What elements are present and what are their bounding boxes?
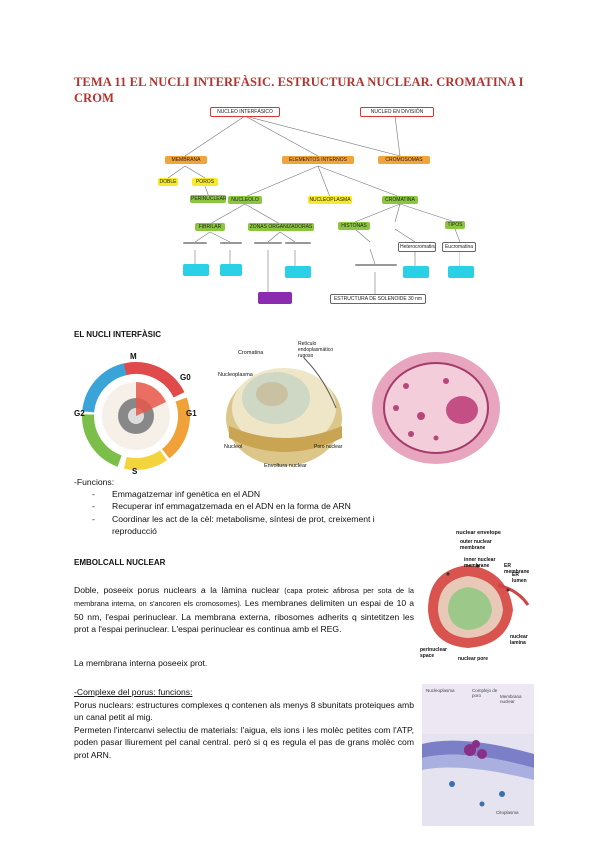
pore-complex-figure: Nucleoplasma Complejo de poro Membrana n… bbox=[422, 684, 534, 826]
envelope-figure: nuclear envelope outer nuclear membrane … bbox=[418, 530, 533, 670]
concept-map-connectors bbox=[167, 115, 460, 294]
node-eucromatina: Eucromatina bbox=[442, 242, 476, 252]
node-cyan-4 bbox=[403, 266, 429, 278]
nucleus-micrograph bbox=[366, 346, 528, 470]
porus-heading: -Complexe del porus: funcions: bbox=[74, 687, 193, 697]
concept-map: NUCLEO INTERFÁSICO NUCLEO EN DIVISIÓN ME… bbox=[150, 104, 476, 309]
node-box-3 bbox=[254, 242, 282, 244]
embolcall-paragraph: Doble, poseeix porus nuclears a la làmin… bbox=[74, 584, 414, 635]
node-doble: DOBLE bbox=[158, 178, 178, 186]
embolcall-note: (capa proteic afibrosa per sota de la me… bbox=[74, 586, 414, 609]
node-perinuclear: PERINUCLEAR bbox=[190, 195, 226, 203]
node-cromosomes: CROMOSOMAS bbox=[378, 156, 430, 164]
nucleus-illustration: Cromatina Nucleoplasma Retículo endoplas… bbox=[214, 338, 352, 474]
label-envelope: nuclear envelope bbox=[456, 530, 501, 536]
cycle-label-g1: G1 bbox=[186, 409, 197, 418]
node-purple bbox=[258, 292, 292, 304]
label-outer: outer nuclear membrane bbox=[460, 539, 492, 551]
node-nucleol: NUCLEOLO bbox=[228, 196, 262, 204]
node-porus: POROS bbox=[192, 178, 218, 186]
label-nucleoplasma: Nucleoplasma bbox=[218, 372, 253, 378]
funcio-item: Emmagatzemar inf genètica en el ADN bbox=[90, 488, 420, 501]
cycle-label-g2: G2 bbox=[74, 409, 85, 418]
node-estructura: ESTRUCTURA DE SOLENOIDE 30 nm bbox=[330, 294, 426, 304]
funcions-heading: -Funcions: bbox=[74, 477, 115, 487]
node-nucli-divisio: NUCLEO EN DIVISIÓN bbox=[360, 107, 434, 117]
label-complex: Complejo de poro bbox=[472, 688, 498, 698]
node-box-2 bbox=[220, 242, 242, 244]
node-cyan-5 bbox=[448, 266, 474, 278]
label-lamina: nuclear lamina bbox=[510, 634, 528, 646]
label-envolta: Envoltura nuclear bbox=[264, 463, 307, 469]
embolcall-last: La membrana interna poseeix prot. bbox=[74, 658, 208, 668]
label-nucleol: Nucleol bbox=[224, 444, 243, 450]
embolcall-rest: Les membranes delimiten un espai de 10 a… bbox=[74, 598, 414, 634]
label-porus: Poro nuclear bbox=[314, 444, 343, 450]
label-inner: inner nuclear membrane bbox=[464, 557, 496, 569]
funcio-item: Coordinar les act de la cèl: metabolisme… bbox=[90, 513, 420, 538]
label-er: ER membrane bbox=[504, 563, 530, 575]
porus-paragraph-1: Porus nuclears: estructures complexes q … bbox=[74, 700, 414, 723]
label-reticle: Retículo endoplasmático rugoso bbox=[298, 341, 334, 359]
node-cyan-3 bbox=[285, 266, 311, 278]
section-heading-nucli: EL NUCLI INTERFÀSIC bbox=[74, 330, 161, 339]
node-cyan-2 bbox=[220, 264, 242, 276]
node-zones: ZONAS ORGANIZADORAS bbox=[248, 223, 314, 231]
funcions-list: Emmagatzemar inf genètica en el ADN Recu… bbox=[90, 488, 420, 537]
label-cromatina: Cromatina bbox=[238, 350, 264, 356]
node-cyan-1 bbox=[183, 264, 209, 276]
node-cromatina: CROMATINA bbox=[382, 196, 418, 204]
funcio-item: Recuperar inf emmagatzemada en el ADN en… bbox=[90, 500, 420, 513]
label-membrana-fig: Membrana nuclear bbox=[500, 694, 522, 704]
node-box-4 bbox=[285, 242, 311, 244]
label-citoplasma: Citoplasma bbox=[496, 810, 519, 815]
label-nucleoplasma-fig: Nucleoplasma bbox=[426, 688, 455, 693]
cycle-label-s: S bbox=[132, 467, 138, 476]
node-box-1 bbox=[183, 242, 207, 244]
embolcall-main: Doble, poseeix porus nuclears a la làmin… bbox=[74, 585, 280, 595]
node-tipus: TIPOS bbox=[445, 221, 465, 229]
porus-paragraph-2: Permeten l'intercanvi selectiu de materi… bbox=[74, 725, 414, 760]
label-pore: nuclear pore bbox=[458, 656, 489, 662]
node-histones: HISTONAS bbox=[338, 222, 370, 230]
node-nucleoplasma: NUCLEOPLASMA bbox=[308, 196, 352, 204]
label-er-lumen: ER lumen bbox=[512, 572, 527, 584]
node-fibrilar: FIBRILAR bbox=[195, 223, 225, 231]
page-title: TEMA 11 EL NUCLI INTERFÀSIC. ESTRUCTURA … bbox=[74, 75, 524, 105]
cycle-label-m: M bbox=[130, 352, 137, 361]
cycle-label-g0: G0 bbox=[180, 373, 191, 382]
cell-cycle-figure: M G0 G1 G2 S bbox=[74, 352, 202, 477]
node-box-6 bbox=[355, 264, 397, 266]
node-heterocromatina: Heterocromatina bbox=[398, 242, 436, 252]
node-elements-interns: ELEMENTOS INTERNOS bbox=[282, 156, 354, 164]
label-perinuclear: perinuclear space bbox=[420, 647, 447, 659]
node-membrana: MEMBRANA bbox=[165, 156, 207, 164]
section-heading-embolcall: EMBOLCALL NUCLEAR bbox=[74, 558, 166, 567]
node-nucli-interfasic: NUCLEO INTERFÁSICO bbox=[210, 107, 280, 117]
